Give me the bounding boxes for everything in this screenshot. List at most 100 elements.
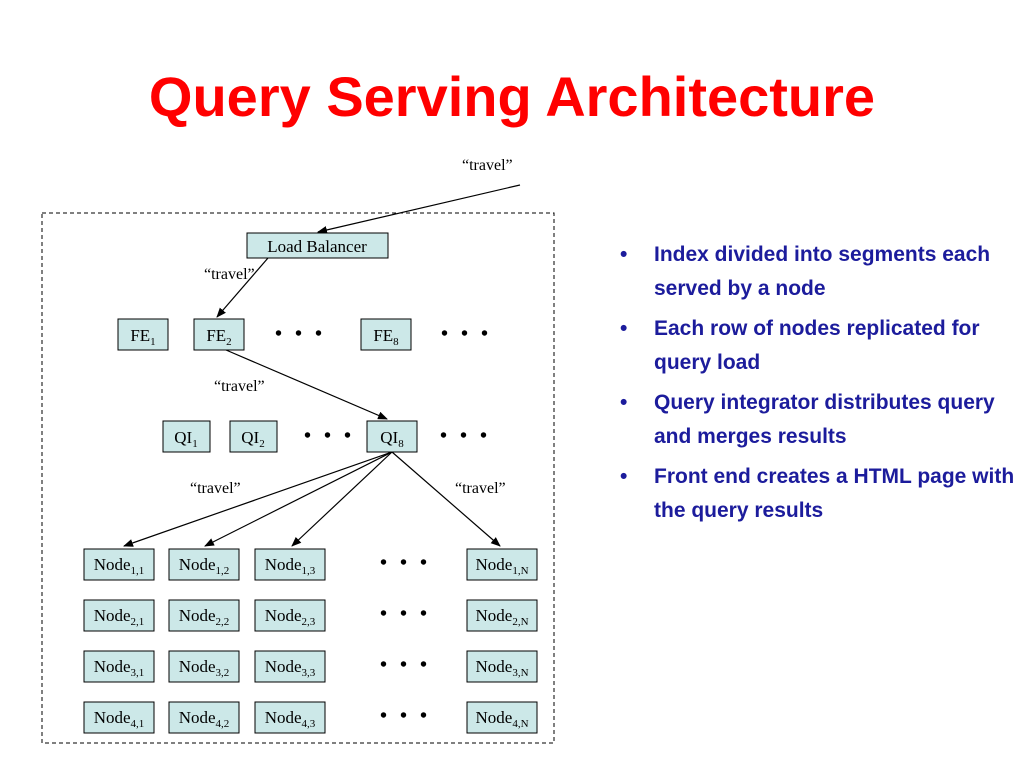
node-box: Node2,1 [83,599,155,632]
fe-subscript: 8 [393,336,399,348]
node-subscript: 4,3 [302,718,316,730]
node-label: Node [179,555,216,574]
arrow-query-to-lb [317,184,521,234]
node-subscript: 1,N [512,565,528,577]
qi-box-2: QI2 [229,420,278,453]
fe-box-1: FE1 [117,318,169,351]
node-subscript: 3,1 [131,667,145,679]
node-row-ellipsis: • • • [380,705,431,727]
node-subscript: 3,2 [216,667,230,679]
svg-text:QI2: QI2 [241,428,264,450]
bullet-item: •Front end creates a HTML page with the … [620,460,1020,528]
node-box: Node2,N [466,599,538,632]
node-label: Node [179,657,216,676]
node-label: Node [94,708,131,727]
node-subscript: 3,3 [302,667,316,679]
svg-text:Node2,2: Node2,2 [179,606,230,628]
node-row-ellipsis: • • • [380,603,431,625]
node-box: Node3,2 [168,650,240,683]
fe-subscript: 1 [150,336,156,348]
node-box: Node2,3 [254,599,326,632]
node-box: Node1,1 [83,548,155,581]
svg-text:Node2,N: Node2,N [475,606,528,628]
node-subscript: 1,2 [216,565,230,577]
node-box: Node3,3 [254,650,326,683]
node-subscript: 2,1 [131,616,145,628]
arrow-qi8-to-node13 [291,451,393,547]
node-label: Node [475,708,512,727]
node-box: Node4,2 [168,701,240,734]
load-balancer-box: Load Balancer [246,232,389,259]
svg-text:QI1: QI1 [174,428,197,450]
arrow-qi8-to-node12 [204,451,393,547]
node-label: Node [265,657,302,676]
node-row-ellipsis: • • • [380,552,431,574]
fe-subscript: 2 [226,336,232,348]
bullet-icon: • [620,391,628,414]
bullet-item: •Query integrator distributes query and … [620,386,1020,454]
fe-box-8: FE8 [360,318,412,351]
fe-ellipsis-1: • • • [275,323,326,345]
node-subscript: 2,2 [216,616,230,628]
node-box: Node4,3 [254,701,326,734]
svg-text:QI8: QI8 [380,428,404,450]
fe-label: FE [373,326,393,345]
bullet-text: Index divided into segments each served … [654,243,991,300]
node-box: Node3,1 [83,650,155,683]
fe-label: FE [206,326,226,345]
node-subscript: 1,1 [131,565,145,577]
qi-label: QI [241,428,259,447]
node-subscript: 4,2 [216,718,230,730]
node-label: Node [475,555,512,574]
arrow-qi8-to-node11 [123,451,393,547]
node-subscript: 4,N [512,718,528,730]
node-subscript: 4,1 [131,718,145,730]
arrow-qi8-to-node1n [391,451,501,547]
svg-text:Node1,N: Node1,N [475,555,528,577]
qi-box-1: QI1 [162,420,211,453]
bullet-item: • Each row of nodes replicated for query … [620,312,1020,380]
edge-label-lb-fe: “travel” [204,266,255,283]
node-label: Node [475,657,512,676]
svg-text:Node1,1: Node1,1 [94,555,145,577]
node-box: Node1,N [466,548,538,581]
qi-ellipsis-1: • • • [304,425,355,447]
node-subscript: 1,3 [302,565,316,577]
svg-text:Node2,1: Node2,1 [94,606,145,628]
svg-text:Node1,2: Node1,2 [179,555,230,577]
node-row-ellipsis: • • • [380,654,431,676]
node-box: Node4,N [466,701,538,734]
svg-text:FE1: FE1 [130,326,155,348]
node-label: Node [265,555,302,574]
bullet-text: Each row of nodes replicated for query l… [654,317,980,374]
fe-ellipsis-2: • • • [441,323,492,345]
bullet-item: •Index divided into segments each served… [620,238,1020,306]
node-box: Node3,N [466,650,538,683]
page-title: Query Serving Architecture [148,65,876,128]
edge-label-query: “travel” [462,157,513,174]
node-box: Node4,1 [83,701,155,734]
edge-label-qi-nodes-right: “travel” [455,480,506,497]
qi-label: QI [380,428,398,447]
svg-text:Node4,N: Node4,N [475,708,528,730]
svg-text:FE2: FE2 [206,326,231,348]
node-subscript: 2,3 [302,616,316,628]
node-label: Node [265,606,302,625]
qi-subscript: 8 [398,438,404,450]
bullet-list: • Index divided into segments each served… [620,238,1020,534]
qi-label: QI [174,428,192,447]
node-label: Node [179,606,216,625]
node-box: Node1,3 [254,548,326,581]
node-subscript: 3,N [512,667,528,679]
node-label: Node [179,708,216,727]
svg-text:Node4,2: Node4,2 [179,708,230,730]
bullet-icon: • [620,317,628,340]
svg-text:Node2,3: Node2,3 [265,606,316,628]
fe-box-2: FE2 [193,318,245,351]
qi-ellipsis-2: • • • [440,425,491,447]
svg-text:Node1,3: Node1,3 [265,555,316,577]
arrow-fe2-to-qi8 [225,349,388,420]
arrow-lb-to-fe2 [216,257,269,318]
